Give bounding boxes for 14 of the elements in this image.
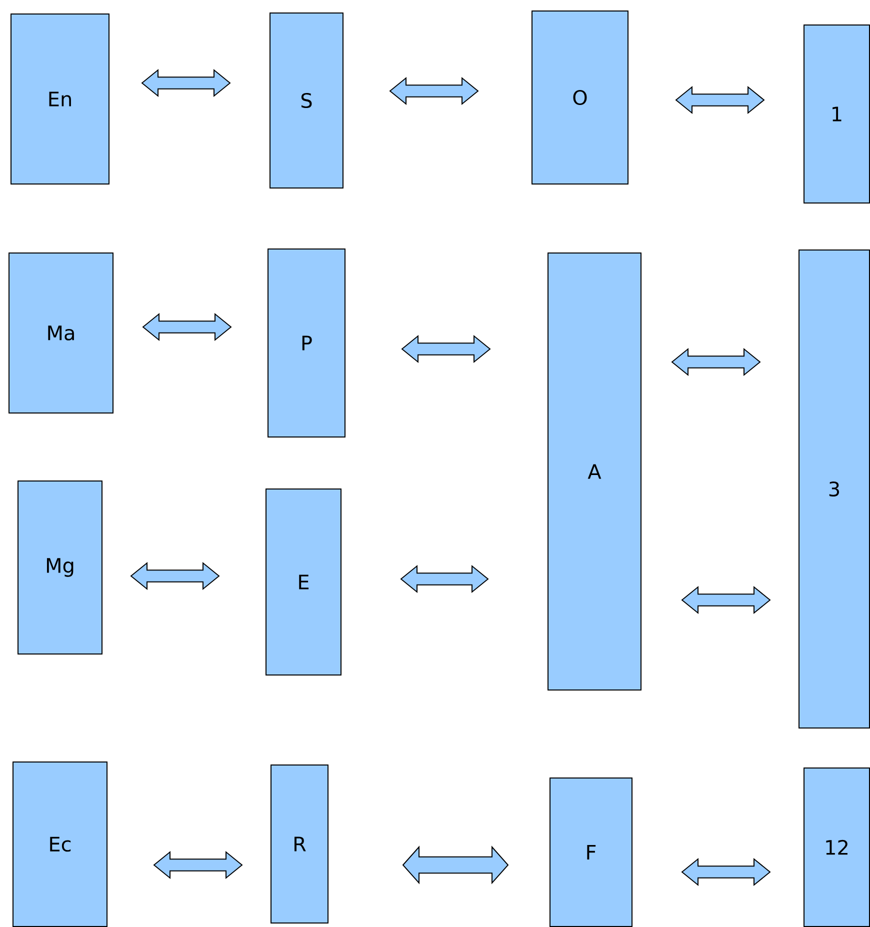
process-box: O	[532, 10, 628, 184]
process-box: Ma	[8, 252, 114, 414]
process-box: 1	[804, 24, 870, 204]
process-box: A	[548, 252, 642, 690]
process-box: Mg	[18, 480, 102, 654]
process-box: 12	[804, 768, 870, 927]
process-box: R	[270, 764, 328, 924]
process-box: Ec	[12, 762, 108, 927]
process-box: P	[268, 248, 346, 438]
process-box: S	[270, 12, 344, 188]
process-box: 3	[798, 250, 870, 728]
process-box: E	[266, 488, 342, 676]
process-box: F	[550, 778, 632, 927]
process-box: En	[10, 14, 110, 184]
